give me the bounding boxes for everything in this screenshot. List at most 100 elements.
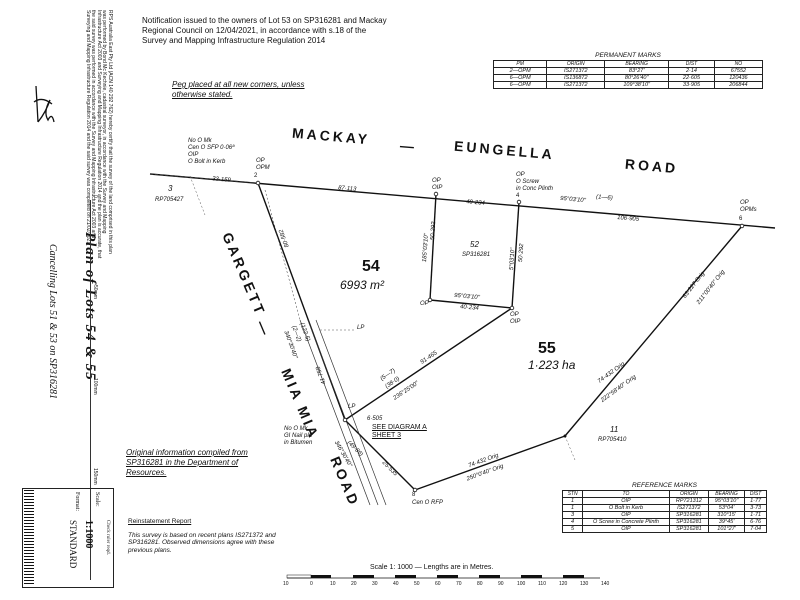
station-6-mark	[739, 223, 745, 229]
lot54-55-boundary	[344, 307, 513, 421]
lot55-south-boundary	[414, 435, 566, 491]
lot55-east-boundary	[564, 225, 743, 437]
scale-format-box	[22, 488, 114, 588]
original-info-note: Original information compiled from SP316…	[126, 448, 248, 477]
station-4-label: 4	[516, 193, 520, 199]
scale-tick: 10	[283, 581, 289, 587]
sw-mark-note: No O Mk GI Nail pld in Bitumen	[284, 426, 313, 446]
lp2-label: LP	[348, 404, 356, 410]
scale-tick: 20	[351, 581, 357, 587]
station-2-label: 2	[254, 173, 258, 179]
reinstatement-text: This survey is based on recent plans IS2…	[128, 532, 276, 554]
scale-ticks: 10 0 10 20 30 40 50 60 70 80 90 100 110 …	[283, 581, 613, 592]
lot-3-reference: RP705427	[155, 197, 184, 203]
lot52-east-boundary	[511, 201, 520, 309]
station-inner-op-mark	[427, 297, 433, 303]
reference-marks-panel: REFERENCE MARKS STN TO ORIGIN BEARING DI…	[561, 482, 767, 533]
barcode-strip	[24, 490, 34, 586]
station-4-marks: OP O Screw in Conc Plinth	[516, 172, 554, 192]
surveyor-signature	[33, 85, 55, 123]
lot-54-area: 6993 m²	[340, 278, 385, 292]
scale-tick: 100	[517, 581, 526, 587]
station-2-marks: OP OPM	[256, 158, 270, 171]
station-3-mark	[433, 191, 439, 197]
scale-bar	[286, 574, 600, 579]
lot-11-reference: RP705410	[598, 437, 627, 443]
ref-dist-header: DIST	[744, 490, 767, 498]
station-inner-op2-mark	[509, 305, 515, 311]
road-line-west-4	[264, 189, 301, 321]
nw-mark-note: No O Mk Cen O SFP 0·06ª OIP O Bolt in Ke…	[188, 138, 235, 165]
road-line-west-3	[315, 319, 387, 506]
lot-55-number: 55	[538, 340, 556, 357]
stn-header: STN	[561, 490, 584, 498]
lot55-west-boundary	[344, 419, 416, 491]
dim-50292b: 50·292	[518, 243, 526, 263]
station-8-mark-note: Cen O RFP	[412, 500, 444, 506]
lot11-line	[564, 435, 576, 461]
scale-tick: 90	[498, 581, 504, 587]
scale-tick: 130	[580, 581, 589, 587]
road-name-dash-north: —	[399, 137, 418, 155]
reinstatement-title: Reinstatement Report	[128, 518, 192, 525]
station-8-label: 8	[412, 492, 416, 498]
inner-op2-label: OP OIP	[510, 312, 521, 325]
road-line-west-1	[299, 319, 371, 506]
lot-54-number: 54	[362, 258, 380, 275]
scale-tick: 140	[601, 581, 610, 587]
scale-tick: 110	[538, 581, 546, 587]
station-2-mark	[255, 180, 261, 186]
see-diagram-link[interactable]: SEE DIAGRAM A SHEET 3	[372, 424, 427, 440]
road-boundary-north	[149, 173, 776, 229]
scale-tick: 50	[414, 581, 420, 587]
scale-tick: 0	[310, 581, 313, 587]
scale-tick: 10	[330, 581, 336, 587]
lp-label: LP	[357, 325, 365, 331]
check-ruler	[90, 200, 96, 580]
station-lp-mark	[342, 417, 348, 423]
notification-text: Notification issued to the owners of Lot…	[142, 16, 387, 45]
peg-note: Peg placed at all new corners, unless ot…	[172, 80, 305, 99]
road-alignment-north	[149, 173, 259, 184]
station-6-marks: OP OPMs	[740, 200, 757, 213]
ref-bearing-header: BEARING	[707, 490, 746, 498]
dim-1-6: (1—6)	[595, 194, 613, 202]
station-3-marks: OP OIP	[432, 178, 443, 191]
station-8-mark	[412, 487, 418, 493]
dim-50292a: 50·292	[430, 221, 438, 241]
lot-11-number: 11	[610, 425, 619, 434]
reference-marks-title: REFERENCE MARKS	[631, 482, 697, 489]
to-header: TO	[582, 490, 670, 498]
lot-52-reference: SP316281	[462, 252, 491, 258]
ref-origin-header: ORIGIN	[668, 490, 709, 498]
reference-marks-header-row: STN TO ORIGIN BEARING DIST	[561, 490, 767, 498]
scale-tick: 30	[372, 581, 378, 587]
lot52-west-boundary	[429, 193, 437, 301]
dim-6505: 6·505	[367, 416, 383, 422]
lot3-boundary	[189, 175, 206, 216]
lot54-west-boundary	[257, 182, 346, 421]
lot-3-number: 3	[168, 184, 173, 193]
dim-87113: 87·113	[337, 185, 357, 193]
station-11-mark	[563, 434, 567, 438]
road-line-west-2	[307, 319, 379, 506]
scale-tick: 40	[393, 581, 399, 587]
station-4-mark	[516, 199, 522, 205]
permanent-marks-panel: PERMANENT MARKS PM ORIGIN BEARING DIST N…	[492, 52, 764, 89]
scale-caption: Scale 1: 1000 — Lengths are in Metres.	[370, 564, 494, 571]
permanent-marks-title: PERMANENT MARKS	[595, 52, 661, 59]
scale-tick: 60	[435, 581, 441, 587]
scale-tick: 70	[456, 581, 462, 587]
station-6-label: 6	[739, 216, 743, 222]
scale-tick: 80	[477, 581, 483, 587]
inner-op-label: OP	[420, 301, 429, 307]
